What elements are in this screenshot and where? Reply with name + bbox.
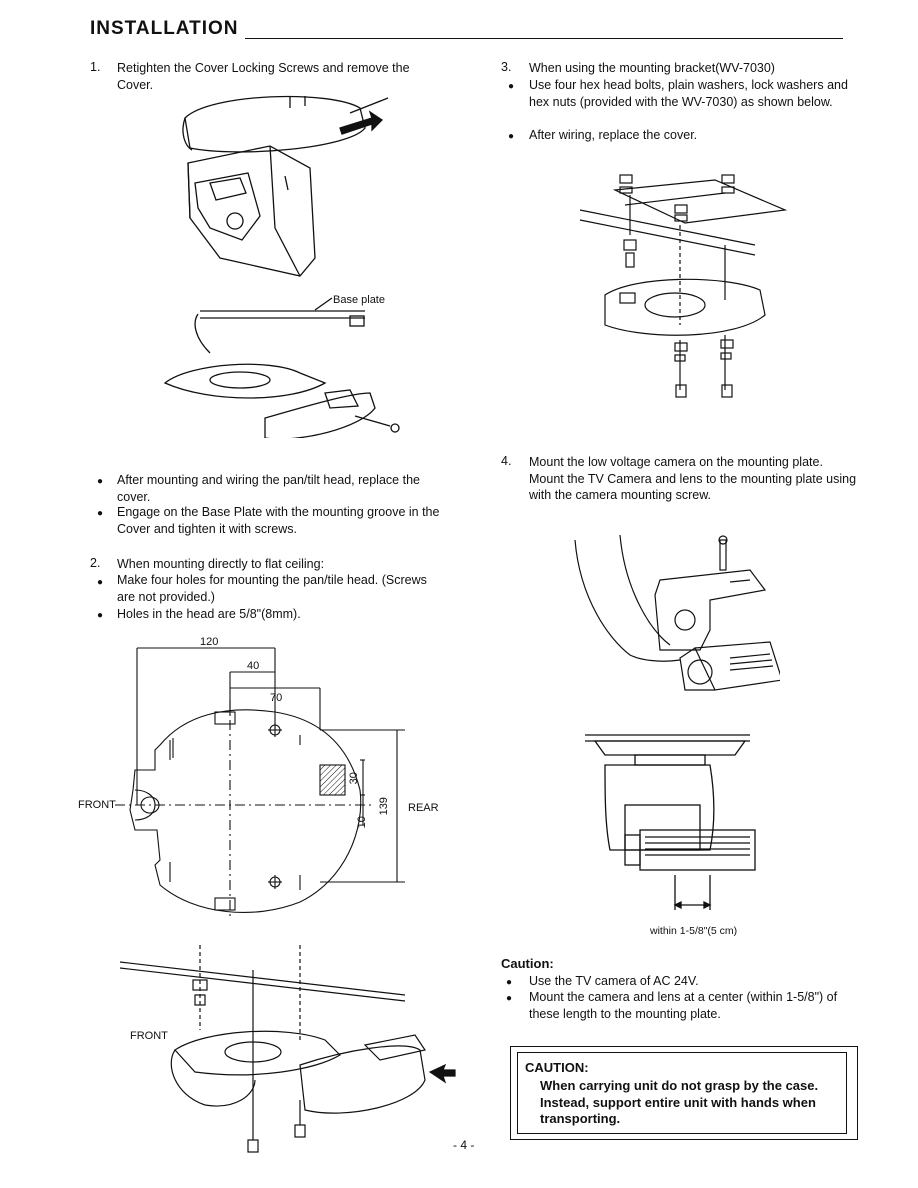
caution-bullet: Mount the camera and lens at a center (w… bbox=[529, 990, 838, 1021]
caution-box-inner bbox=[517, 1052, 847, 1134]
mounting-dimension-drawing bbox=[115, 647, 405, 920]
ceiling-mount-figure bbox=[119, 945, 456, 1153]
dim-10: 10 bbox=[355, 816, 368, 829]
bullet-dot: ● bbox=[97, 577, 104, 588]
caution-box-outer bbox=[510, 1046, 858, 1140]
cover-removal-figure bbox=[163, 95, 400, 438]
step1-text: Retighten the Cover Locking Screws and r… bbox=[117, 61, 410, 92]
step4-text: Mount the low voltage camera on the moun… bbox=[529, 455, 857, 502]
caution-box-text: When carrying unit do not grasp by the c… bbox=[540, 1078, 819, 1126]
caution-box-title: CAUTION: bbox=[525, 1060, 589, 1075]
front-label: FRONT bbox=[78, 799, 116, 811]
bullet-text: Engage on the Base Plate with the mounti… bbox=[117, 505, 440, 536]
bullet-dot: ● bbox=[97, 476, 104, 487]
bullet-dot: ● bbox=[97, 508, 104, 519]
bullet-text: After mounting and wiring the pan/tilt h… bbox=[117, 473, 420, 504]
rear-label: REAR bbox=[408, 802, 439, 814]
front-label-2: FRONT bbox=[130, 1030, 168, 1042]
bullet-dot: ● bbox=[506, 977, 513, 988]
step2-number: 2. bbox=[90, 556, 101, 570]
page-title: INSTALLATION bbox=[90, 18, 239, 39]
step1-number: 1. bbox=[90, 60, 101, 74]
camera-mount-figure bbox=[574, 534, 780, 691]
dim-120: 120 bbox=[200, 636, 219, 648]
step3-number: 3. bbox=[501, 60, 512, 74]
dim-139: 139 bbox=[377, 797, 390, 816]
page-number: - 4 - bbox=[453, 1138, 475, 1152]
dim-70: 70 bbox=[270, 692, 283, 704]
bullet-text: After wiring, replace the cover. bbox=[529, 128, 698, 142]
dim-40: 40 bbox=[247, 660, 260, 672]
within-label: within 1-5/8"(5 cm) bbox=[650, 925, 738, 937]
bullet-dot: ● bbox=[508, 131, 515, 142]
base-plate-label: Base plate bbox=[333, 294, 385, 306]
bullet-dot: ● bbox=[508, 81, 515, 92]
bullet-text: Holes in the head are 5/8"(8mm). bbox=[117, 607, 301, 621]
caution-bullet: Use the TV camera of AC 24V. bbox=[529, 974, 699, 988]
bullet-dot: ● bbox=[506, 993, 513, 1004]
step3-text: When using the mounting bracket(WV-7030) bbox=[529, 61, 775, 75]
bullet-text: Use four hex head bolts, plain washers, … bbox=[529, 78, 848, 109]
bullet-dot: ● bbox=[97, 610, 104, 621]
bracket-mount-figure bbox=[579, 174, 788, 398]
caution-heading: Caution: bbox=[501, 956, 554, 971]
step2-text: When mounting directly to flat ceiling: bbox=[117, 557, 325, 571]
bullet-text: Make four holes for mounting the pan/til… bbox=[117, 573, 427, 604]
dim-30: 30 bbox=[347, 772, 360, 785]
side-view-camera-figure bbox=[585, 734, 756, 910]
title-rule bbox=[245, 38, 843, 39]
step4-number: 4. bbox=[501, 454, 512, 468]
